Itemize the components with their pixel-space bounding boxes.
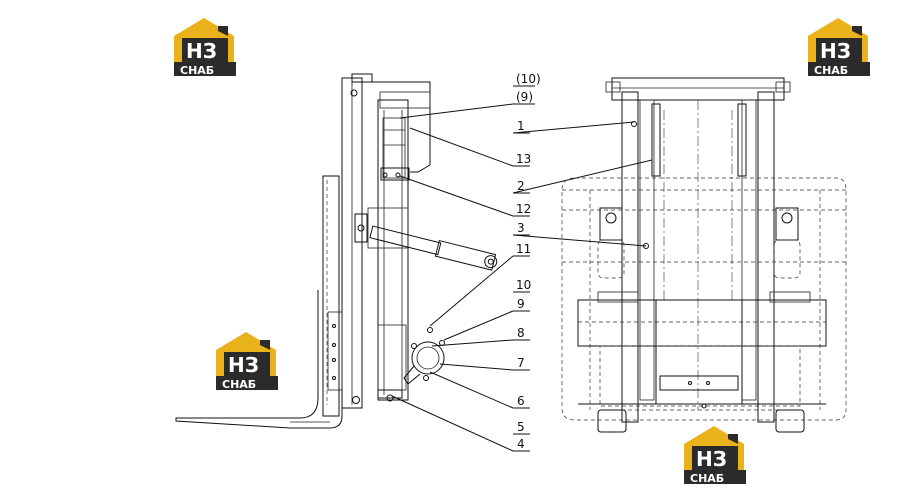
logo-letters: НЗ	[186, 39, 217, 63]
callout-12: 12	[516, 202, 531, 216]
side-view	[175, 73, 498, 429]
callout-4: 4	[517, 437, 525, 451]
logo-bottom-center: НЗ СНАБ	[684, 426, 746, 485]
callout-10-ref: (10)	[516, 72, 541, 86]
logo-word: СНАБ	[180, 64, 214, 77]
logo-word: СНАБ	[690, 472, 724, 485]
callout-8: 8	[517, 326, 525, 340]
left-callout-leaders	[391, 85, 653, 452]
callout-11: 11	[516, 242, 531, 256]
logo-top-right: НЗ СНАБ	[808, 18, 870, 77]
logo-letters: НЗ	[820, 39, 851, 63]
logo-top-left: НЗ СНАБ	[174, 18, 236, 77]
callout-5: 5	[517, 420, 525, 434]
callout-3: 3	[517, 221, 525, 235]
callout-7: 7	[517, 356, 525, 370]
callout-9-ref: (9)	[516, 90, 533, 104]
right-chain	[737, 103, 747, 177]
callout-2: 2	[517, 179, 525, 193]
callout-1: 1	[517, 119, 525, 133]
left-chain	[651, 103, 661, 177]
callout-13: 13	[516, 152, 531, 166]
callout-6: 6	[517, 394, 525, 408]
logo-word: СНАБ	[814, 64, 848, 77]
front-view	[561, 77, 847, 433]
logo-letters: НЗ	[696, 447, 727, 471]
callout-labels: (10) (9) 1 13 2 12 3 11 10 9 8 7 6 5 4	[516, 72, 541, 451]
logo-word: СНАБ	[222, 378, 256, 391]
logo-middle-left: НЗ СНАБ	[216, 332, 278, 391]
logo-letters: НЗ	[228, 353, 259, 377]
callout-10: 10	[516, 278, 531, 292]
callout-9: 9	[517, 297, 525, 311]
